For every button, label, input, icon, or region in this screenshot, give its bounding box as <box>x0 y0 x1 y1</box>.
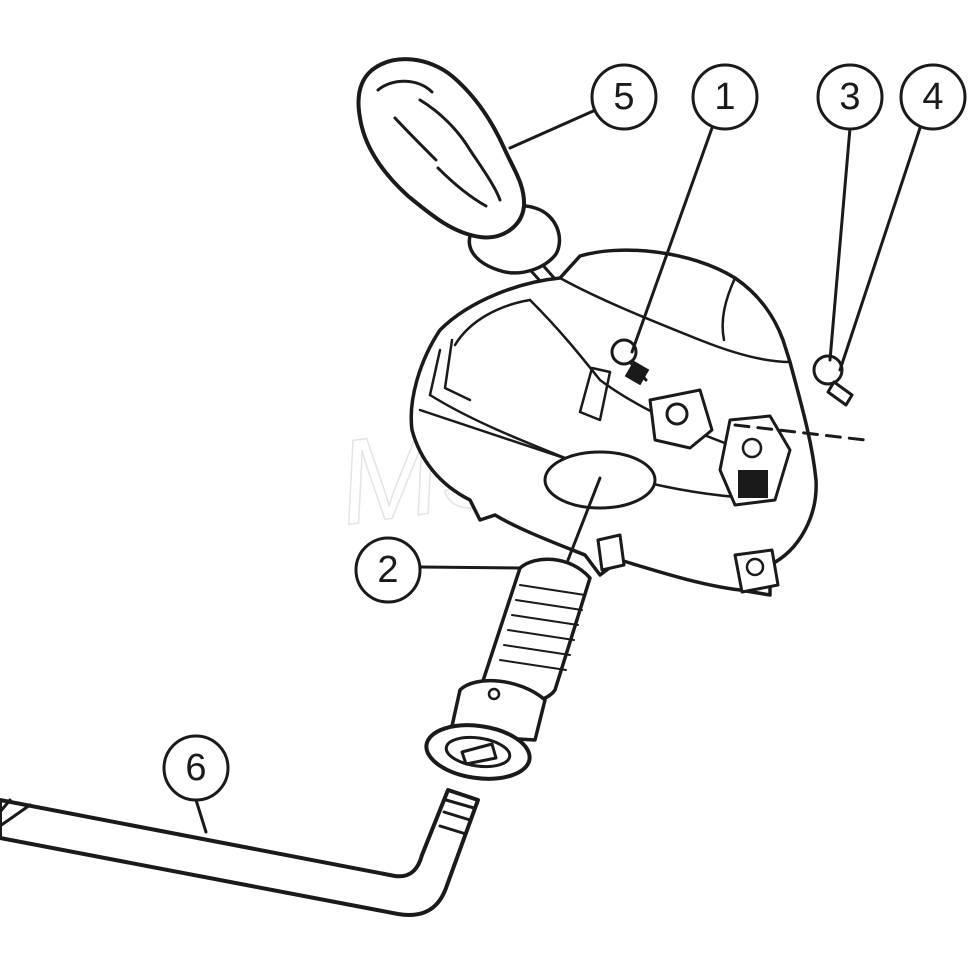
callout-1-label: 1 <box>714 76 735 118</box>
callout-3: 3 <box>816 63 884 131</box>
callout-4: 4 <box>899 63 967 131</box>
leader-lines <box>194 106 922 834</box>
callout-6: 6 <box>162 734 230 802</box>
arbor-bolt <box>424 557 592 781</box>
callout-1: 1 <box>691 63 759 131</box>
screw-part-3-4 <box>812 354 854 407</box>
callout-3-label: 3 <box>839 76 860 118</box>
callout-2: 2 <box>354 536 422 604</box>
callout-5-label: 5 <box>613 76 634 118</box>
cutter-body <box>409 248 867 597</box>
callout-2-label: 2 <box>377 549 398 591</box>
callout-4-label: 4 <box>922 76 943 118</box>
callout-5: 5 <box>590 63 658 131</box>
hex-key <box>0 788 480 917</box>
screw-part-1 <box>610 338 650 386</box>
callout-6-label: 6 <box>185 747 206 789</box>
